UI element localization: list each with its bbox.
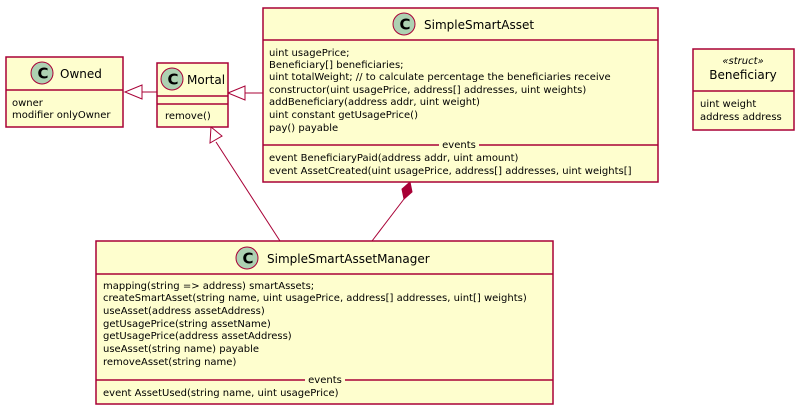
class-beneficiary-attribute: uint weight <box>700 99 756 110</box>
class-owned-attribute: modifier onlyOwner <box>12 110 111 121</box>
class-spot-icon <box>30 61 54 85</box>
class-beneficiary: «struct» Beneficiary uint weight address… <box>692 48 795 131</box>
class-manager-member: getUsagePrice(address assetAddress) <box>103 331 292 342</box>
class-manager-member: getUsagePrice(string assetName) <box>103 319 271 330</box>
class-simple-smart-asset-event: event AssetCreated(uint usagePrice, addr… <box>269 166 632 177</box>
class-manager-member: useAsset(string name) payable <box>103 344 259 355</box>
class-spot-icon <box>235 246 259 270</box>
class-simple-smart-asset-events-label: events <box>442 140 476 151</box>
inheritance-arrow-mortal-from-manager <box>209 125 223 144</box>
class-simple-smart-asset-member: addBeneficiary(address addr, uint weight… <box>269 97 480 108</box>
class-spot-letter: C <box>168 71 179 89</box>
class-simple-smart-asset-member: constructor(uint usagePrice, address[] a… <box>269 85 586 96</box>
class-manager-member: mapping(string => address) smartAssets; <box>103 281 314 292</box>
class-owned-box <box>5 56 124 128</box>
class-beneficiary-stereotype: «struct» <box>722 56 763 67</box>
class-manager-member: useAsset(address assetAddress) <box>103 306 265 317</box>
class-simple-smart-asset: C SimpleSmartAsset uint usagePrice; Bene… <box>262 7 659 183</box>
edge-manager-extends-mortal <box>215 141 281 242</box>
class-simple-smart-asset-event: event BeneficiaryPaid(address addr, uint… <box>269 153 519 164</box>
composition-diamond <box>401 181 413 200</box>
class-spot-letter: C <box>400 16 411 34</box>
class-simple-smart-asset-manager: C SimpleSmartAssetManager mapping(string… <box>95 240 554 405</box>
class-spot-icon <box>160 67 184 91</box>
edge-manager-composes-asset <box>371 198 405 242</box>
class-beneficiary-attribute: address address <box>700 112 782 123</box>
inheritance-arrow-mortal-from-asset <box>226 85 246 101</box>
class-simple-smart-asset-member: Beneficiary[] beneficiaries; <box>269 60 404 71</box>
events-label-bg <box>439 139 479 151</box>
class-owned-name: Owned <box>60 67 102 81</box>
class-spot-icon <box>392 12 416 36</box>
class-beneficiary-box <box>692 48 795 131</box>
class-mortal: C Mortal remove() <box>156 62 229 128</box>
class-manager-name: SimpleSmartAssetManager <box>267 252 430 266</box>
class-spot-letter: C <box>243 250 254 268</box>
class-simple-smart-asset-member: uint usagePrice; <box>269 48 350 59</box>
class-manager-member: removeAsset(string name) <box>103 357 236 368</box>
class-simple-smart-asset-member: uint totalWeight; // to calculate percen… <box>269 72 611 83</box>
class-manager-events-label: events <box>308 375 342 386</box>
class-simple-smart-asset-member: pay() payable <box>269 123 338 134</box>
class-manager-event: event AssetUsed(string name, uint usageP… <box>103 388 339 399</box>
events-label-bg <box>305 374 345 386</box>
class-spot-letter: C <box>38 65 49 83</box>
class-beneficiary-name: Beneficiary <box>709 68 776 82</box>
class-manager-member: createSmartAsset(string name, uint usage… <box>103 293 527 304</box>
class-mortal-method: remove() <box>165 111 211 122</box>
class-simple-smart-asset-box <box>262 7 659 183</box>
class-owned: C Owned owner modifier onlyOwner <box>5 56 124 128</box>
class-mortal-name: Mortal <box>187 73 225 87</box>
class-simple-smart-asset-name: SimpleSmartAsset <box>424 18 534 32</box>
class-simple-smart-asset-member: uint constant getUsagePrice() <box>269 110 418 121</box>
class-owned-attribute: owner <box>12 98 44 109</box>
inheritance-arrow-owned <box>123 84 143 100</box>
